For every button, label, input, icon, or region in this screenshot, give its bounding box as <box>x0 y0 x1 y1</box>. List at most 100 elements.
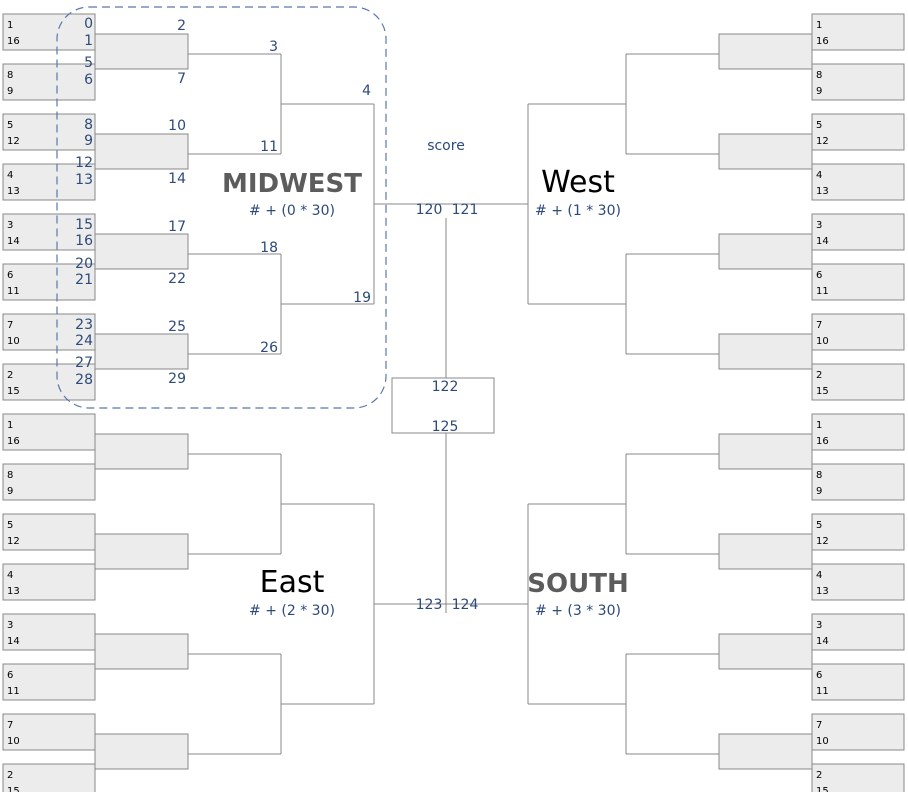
midwest-index: 20 <box>75 256 93 272</box>
seed-number: 10 <box>7 736 20 747</box>
seed-number: 4 <box>7 570 13 581</box>
seed-number: 5 <box>7 120 13 131</box>
seed-slot-midwest <box>2 363 96 401</box>
midwest-index: 15 <box>75 217 93 233</box>
seed-number: 7 <box>816 320 822 331</box>
round2-slot-south <box>718 433 813 470</box>
seed-number: 11 <box>816 286 829 297</box>
seed-number: 6 <box>816 270 822 281</box>
final-index: 123 <box>416 597 443 613</box>
seed-number: 7 <box>7 320 13 331</box>
midwest-index: 28 <box>75 372 93 388</box>
seed-number: 10 <box>816 336 829 347</box>
region-name: West <box>541 165 615 200</box>
round2-slot-midwest <box>94 33 189 70</box>
seed-number: 9 <box>7 86 13 97</box>
seed-slot-south <box>811 463 905 501</box>
seed-number: 15 <box>816 386 829 397</box>
midwest-highlight <box>56 6 387 409</box>
seed-slot-south <box>811 763 905 792</box>
seed-slot-west <box>811 363 905 401</box>
round2-slot-midwest <box>94 233 189 270</box>
seed-slot-east <box>2 563 96 601</box>
seed-number: 13 <box>7 186 20 197</box>
round2-slot-east <box>94 733 189 770</box>
midwest-index: 3 <box>269 39 278 55</box>
seed-number: 5 <box>7 520 13 531</box>
midwest-index: 18 <box>260 240 278 256</box>
midwest-index: 19 <box>353 290 371 306</box>
midwest-index: 23 <box>75 317 93 333</box>
midwest-index: 11 <box>260 139 278 155</box>
midwest-index: 24 <box>75 333 93 349</box>
seed-slot-west <box>811 313 905 351</box>
seed-number: 12 <box>7 136 20 147</box>
seed-slot-south <box>811 713 905 751</box>
seed-slot-east <box>2 463 96 501</box>
seed-slot-west <box>811 113 905 151</box>
seed-number: 5 <box>816 520 822 531</box>
seed-number: 3 <box>816 620 822 631</box>
seed-number: 9 <box>816 86 822 97</box>
round2-slot-east <box>94 533 189 570</box>
midwest-index: 9 <box>84 133 93 149</box>
midwest-index: 4 <box>362 83 371 99</box>
seed-number: 3 <box>7 220 13 231</box>
seed-number: 11 <box>7 686 20 697</box>
seed-number: 2 <box>7 370 13 381</box>
seed-number: 12 <box>816 536 829 547</box>
region-name: SOUTH <box>527 569 628 599</box>
seed-number: 15 <box>7 386 20 397</box>
round2-slot-south <box>718 733 813 770</box>
seed-slot-west <box>811 13 905 51</box>
seed-slot-midwest <box>2 113 96 151</box>
round2-slot-west <box>718 133 813 170</box>
seed-slot-west <box>811 263 905 301</box>
seed-number: 8 <box>7 70 13 81</box>
score-label: score <box>427 138 465 154</box>
seed-slot-south <box>811 613 905 651</box>
seed-number: 14 <box>816 236 829 247</box>
seed-slot-midwest <box>2 13 96 51</box>
championship-index: 122 <box>432 379 459 395</box>
region-name: East <box>260 565 325 600</box>
seed-number: 7 <box>816 720 822 731</box>
midwest-index: 16 <box>75 233 93 249</box>
seed-slot-east <box>2 763 96 792</box>
midwest-index: 14 <box>168 171 186 187</box>
championship-box <box>391 377 495 434</box>
seed-slot-midwest <box>2 63 96 101</box>
seed-number: 14 <box>816 636 829 647</box>
round2-slot-west <box>718 333 813 370</box>
final-index: 124 <box>452 597 479 613</box>
round2-slot-east <box>94 633 189 670</box>
seed-number: 8 <box>816 70 822 81</box>
seed-number: 6 <box>816 670 822 681</box>
midwest-index: 1 <box>84 33 93 49</box>
seed-number: 6 <box>7 670 13 681</box>
seed-slot-midwest <box>2 163 96 201</box>
midwest-index: 12 <box>75 155 93 171</box>
championship-index: 125 <box>432 419 459 435</box>
seed-number: 2 <box>7 770 13 781</box>
seed-number: 11 <box>816 686 829 697</box>
round2-slot-south <box>718 533 813 570</box>
seed-number: 2 <box>816 370 822 381</box>
seed-number: 11 <box>7 286 20 297</box>
seed-number: 10 <box>7 336 20 347</box>
region-formula: # + (2 * 30) <box>249 603 335 619</box>
seed-number: 16 <box>7 36 20 47</box>
seed-number: 16 <box>816 436 829 447</box>
midwest-index: 10 <box>168 118 186 134</box>
round2-slot-south <box>718 633 813 670</box>
seed-number: 6 <box>7 270 13 281</box>
midwest-index: 6 <box>84 72 93 88</box>
bracket-boxes <box>2 13 905 792</box>
seed-number: 3 <box>7 620 13 631</box>
seed-number: 5 <box>816 120 822 131</box>
seed-slot-east <box>2 513 96 551</box>
seed-number: 14 <box>7 236 20 247</box>
seed-slot-east <box>2 663 96 701</box>
final-index: 121 <box>452 202 479 218</box>
